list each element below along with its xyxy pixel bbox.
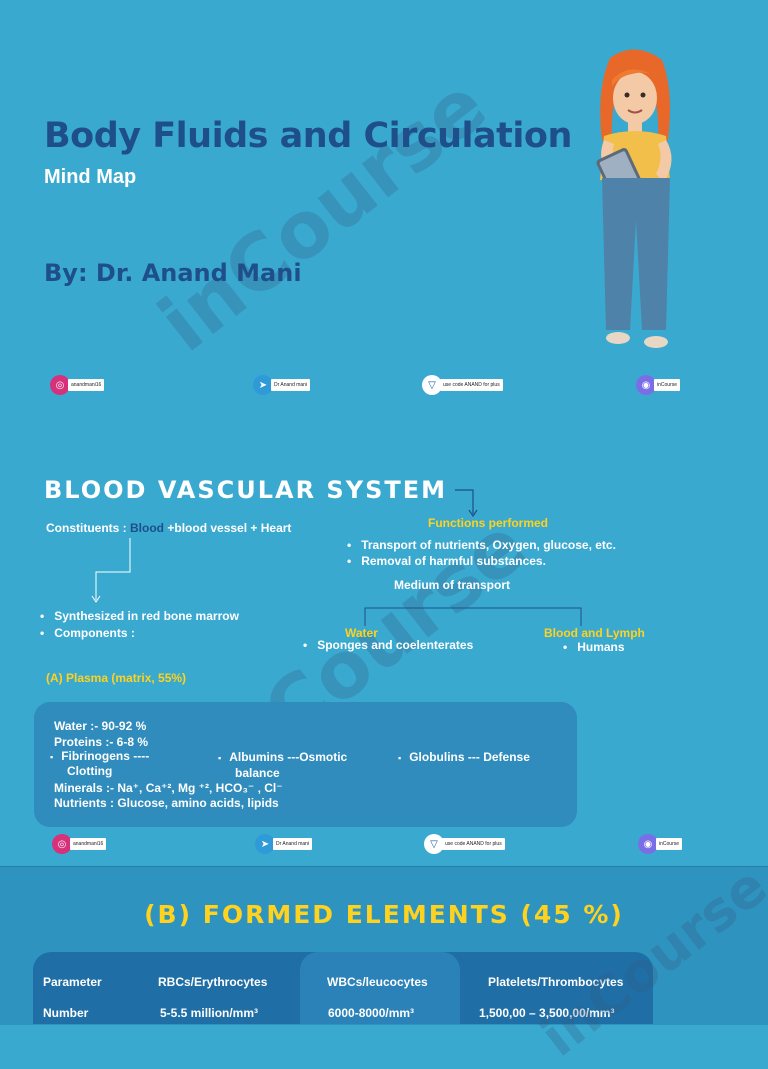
function-item: Removal of harmful substances. — [347, 554, 546, 568]
constituents-line: Constituents : Blood +blood vessel + Hea… — [46, 521, 292, 535]
table-cell: 1,500,00 – 3,500,00/mm³ — [479, 1006, 615, 1020]
tree-connector — [364, 607, 582, 626]
cover-slide: inCourse Body Fluids and Circulation Min… — [0, 0, 768, 432]
discord-icon: ◉ — [638, 834, 658, 854]
telegram-icon: ➤ — [255, 834, 275, 854]
plasma-box — [34, 702, 577, 827]
plasma-fibrinogens-role: Clotting — [67, 764, 113, 778]
table-cell: 6000-8000/mm³ — [328, 1006, 415, 1020]
page-subtitle: Mind Map — [44, 166, 137, 188]
table-header: Platelets/Thrombocytes — [488, 975, 624, 989]
blood-item: Synthesized in red bone marrow — [40, 609, 239, 623]
discord-icon: ◉ — [636, 375, 656, 395]
plasma-globulins: Globulins --- Defense — [398, 750, 530, 764]
plasma-fibrinogens: Fibrinogens ---- — [50, 749, 149, 763]
discord-link[interactable]: ◉ inCourse — [636, 375, 681, 395]
unacademy-link[interactable]: ▽ use code ANAND for plus — [422, 375, 503, 395]
function-item: Transport of nutrients, Oxygen, glucose,… — [347, 538, 616, 552]
blood-item: Components : — [40, 626, 135, 640]
blood-lymph-item: Humans — [563, 640, 624, 654]
author-line: By: Dr. Anand Mani — [44, 259, 302, 287]
instagram-icon: ◎ — [50, 375, 70, 395]
plasma-nutrients: Nutrients : Glucose, amino acids, lipids — [54, 796, 279, 810]
table-header: RBCs/Erythrocytes — [158, 975, 268, 989]
arrow-connector — [455, 489, 478, 518]
unacademy-icon: ▽ — [424, 834, 444, 854]
arrow-connector — [91, 538, 131, 603]
water-item: Sponges and coelenterates — [303, 638, 473, 652]
plasma-minerals: Minerals :- Na⁺, Ca⁺², Mg ⁺²‚ HCO₃⁻ ‚ Cl… — [54, 781, 283, 795]
telegram-icon: ➤ — [253, 375, 273, 395]
table-header: Parameter — [43, 975, 102, 989]
plasma-title: (A) Plasma (matrix, 55%) — [46, 671, 187, 685]
section-title: BLOOD VASCULAR SYSTEM — [44, 476, 448, 504]
table-header: WBCs/leucocytes — [327, 975, 428, 989]
table-column-highlight — [300, 952, 460, 1024]
instagram-link[interactable]: ◎ anandmani16 — [52, 834, 107, 854]
telegram-link[interactable]: ➤ Dr Anand mani — [253, 375, 311, 395]
functions-title: Functions performed — [428, 516, 549, 530]
telegram-link[interactable]: ➤ Dr Anand mani — [255, 834, 313, 854]
table-cell: Number — [43, 1006, 89, 1020]
blood-lymph-label: Blood and Lymph — [544, 626, 645, 640]
plasma-proteins: Proteins :- 6-8 % — [54, 735, 149, 749]
unacademy-icon: ▽ — [422, 375, 442, 395]
instagram-icon: ◎ — [52, 834, 72, 854]
medium-title: Medium of transport — [394, 578, 510, 592]
discord-link[interactable]: ◉ inCourse — [638, 834, 683, 854]
watermark: inCourse — [143, 60, 504, 370]
plasma-water: Water :- 90-92 % — [54, 719, 147, 733]
character-illustration — [596, 49, 672, 348]
instagram-link[interactable]: ◎ anandmani16 — [50, 375, 105, 395]
plasma-albumins: Albumins ---Osmotic — [218, 750, 347, 764]
page-title: Body Fluids and Circulation — [44, 116, 572, 156]
table-cell: 5-5.5 million/mm³ — [160, 1006, 259, 1020]
plasma-albumins-role: balance — [235, 766, 280, 780]
unacademy-link[interactable]: ▽ use code ANAND for plus — [424, 834, 505, 854]
formed-elements-title: (B) FORMED ELEMENTS (45 %) — [144, 900, 624, 929]
water-label: Water — [345, 626, 378, 640]
